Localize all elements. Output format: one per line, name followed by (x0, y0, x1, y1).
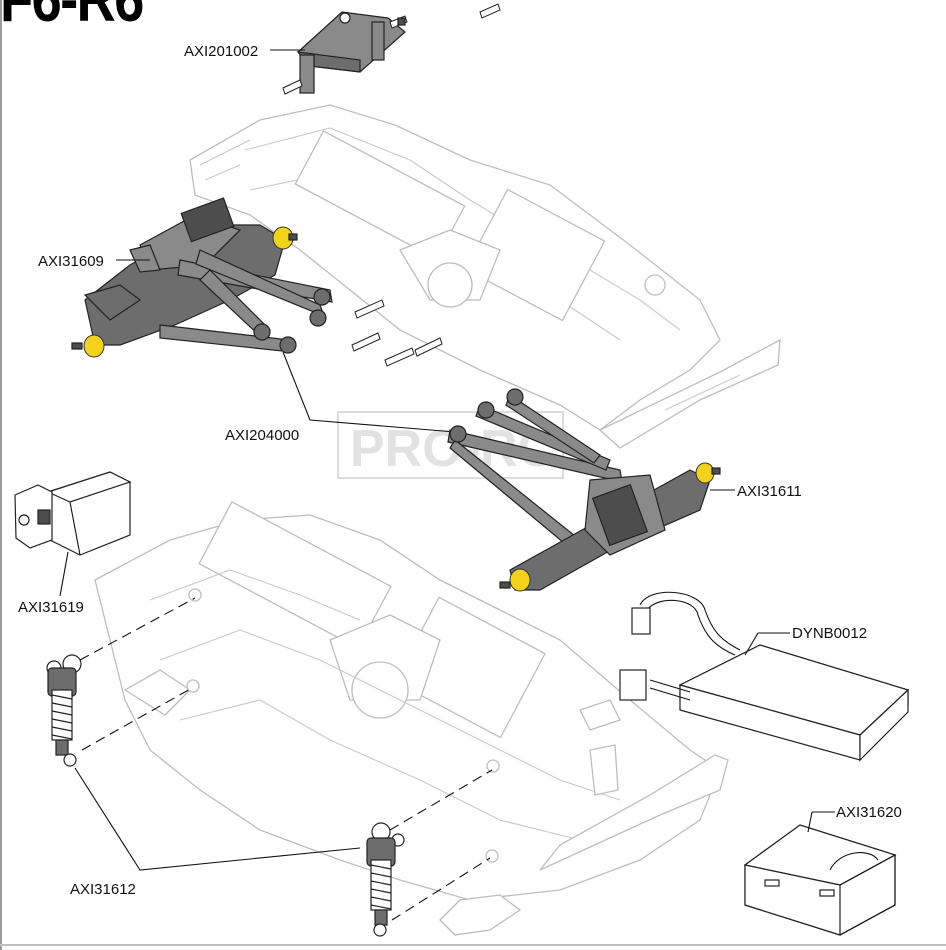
leader-battery-2 (744, 632, 759, 656)
lower-chassis (94, 500, 729, 936)
shock-dash-4 (391, 857, 491, 921)
page-title: F6-R6 (0, 0, 144, 36)
shock-right (366, 822, 405, 937)
label-shock-mount: AXI201002 (184, 43, 258, 60)
label-front-axle: AXI31609 (38, 253, 104, 270)
label-receiver-box: AXI31620 (836, 804, 902, 821)
upper-chassis (189, 104, 781, 449)
shock-dash-2 (81, 687, 193, 751)
bottom-border (0, 944, 946, 946)
link-screws (351, 299, 443, 367)
leader-receiver-2 (807, 811, 813, 833)
battery-part (619, 591, 910, 762)
shock-dash-3 (389, 769, 493, 831)
leader-servo (59, 551, 69, 597)
label-battery: DYNB0012 (792, 625, 867, 642)
label-servo: AXI31619 (18, 599, 84, 616)
label-rear-axle: AXI31611 (737, 483, 802, 500)
label-shocks: AXI31612 (70, 881, 136, 898)
rear-axle-part (447, 388, 721, 592)
shock-left (46, 654, 82, 767)
servo-part (14, 471, 132, 556)
leader-links (282, 351, 456, 433)
leader-shocks (74, 767, 361, 871)
shock-dash-1 (79, 597, 196, 661)
watermark: PRO-RC (337, 411, 564, 479)
left-border (0, 0, 2, 950)
label-links: AXI204000 (225, 427, 299, 444)
shock-mount-part (282, 3, 501, 95)
receiver-box-part (743, 824, 897, 936)
front-axle-part (71, 197, 333, 358)
